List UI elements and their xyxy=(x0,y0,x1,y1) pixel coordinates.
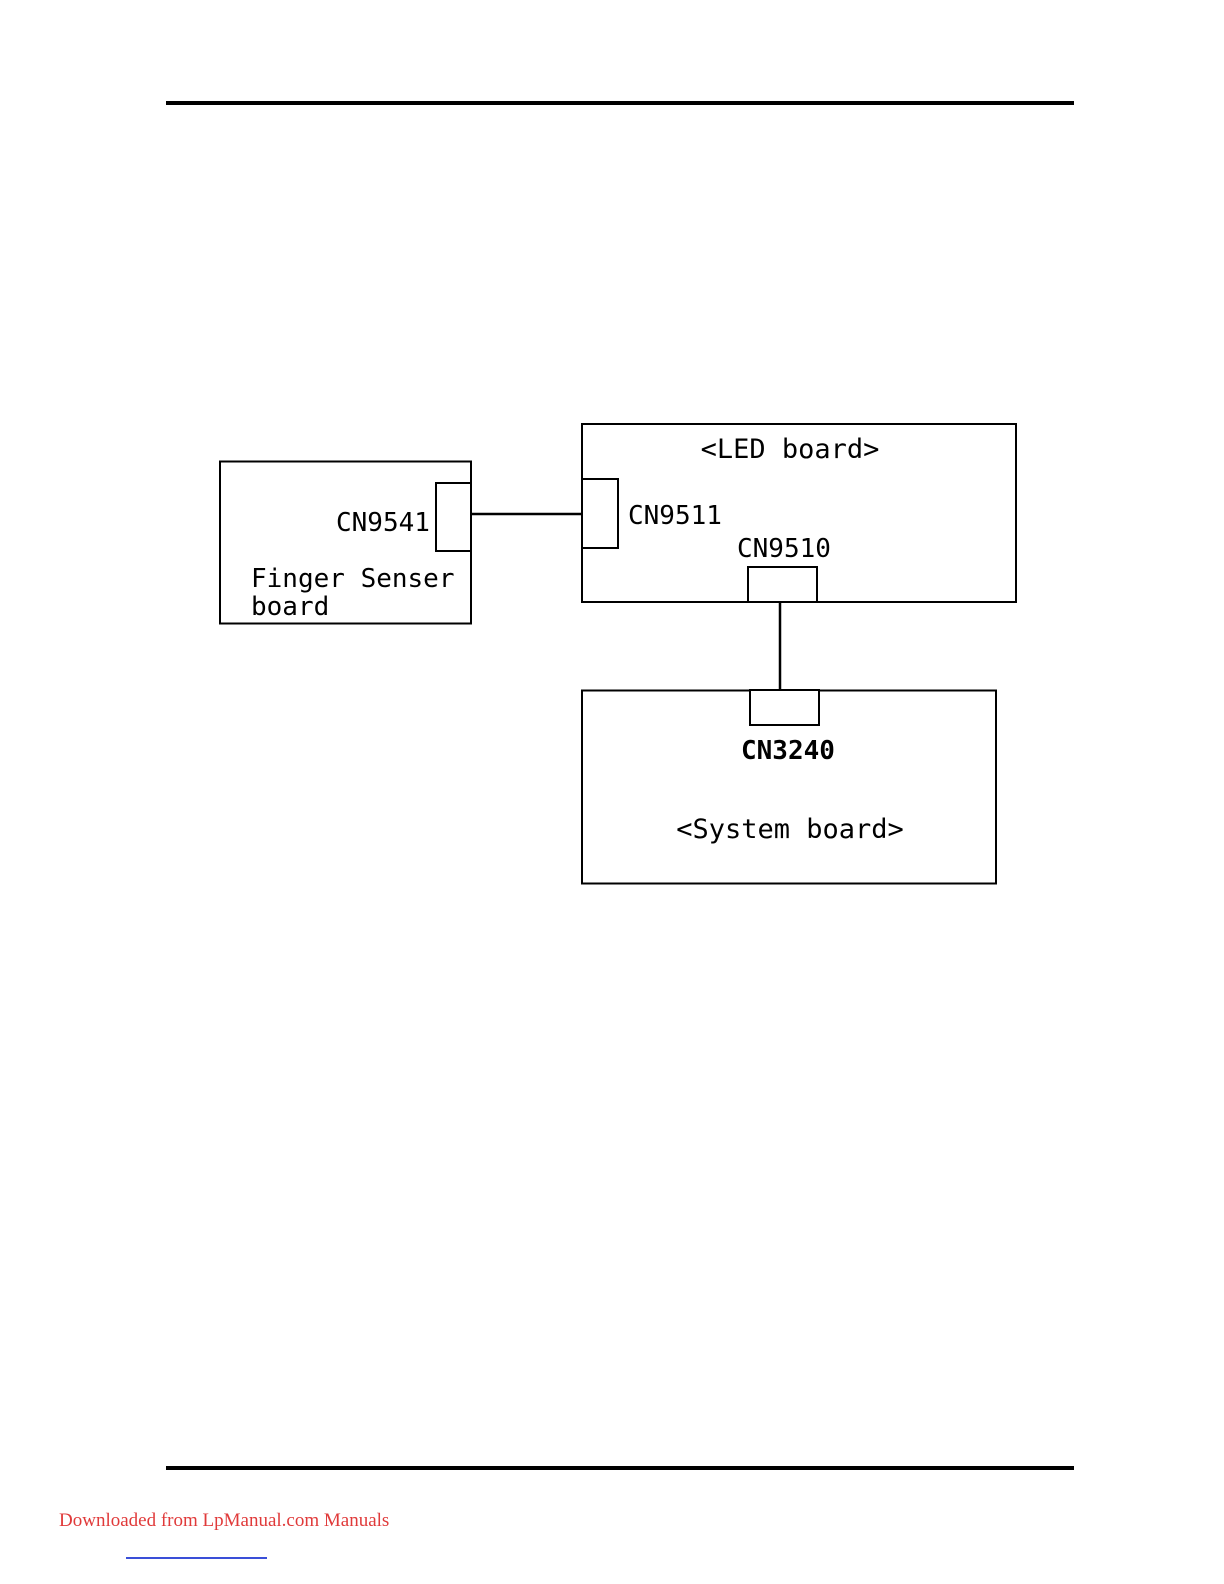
led-board-title: <LED board> xyxy=(701,434,880,465)
cn9511-label: CN9511 xyxy=(628,501,722,531)
cn9541-connector xyxy=(436,483,471,551)
cn9510-connector xyxy=(748,567,817,602)
cn3240-label: CN3240 xyxy=(741,736,835,766)
led-board: <LED board> CN9511 CN9510 xyxy=(582,424,1016,602)
cn3240-connector xyxy=(750,690,819,725)
footer-link-underline xyxy=(126,1557,267,1559)
system-board: CN3240 <System board> xyxy=(582,690,996,884)
cn9541-label: CN9541 xyxy=(336,508,430,538)
finger-board-label-line2: board xyxy=(251,592,329,622)
cn9510-label: CN9510 xyxy=(737,534,831,564)
finger-board-label-line1: Finger Senser xyxy=(251,564,455,594)
system-board-title: <System board> xyxy=(676,814,904,845)
cn9511-connector xyxy=(582,479,618,548)
finger-senser-board: CN9541 Finger Senser board xyxy=(220,462,471,624)
footer-download-link[interactable]: Downloaded from LpManual.com Manuals xyxy=(59,1510,389,1532)
footer-rule xyxy=(166,1466,1074,1470)
